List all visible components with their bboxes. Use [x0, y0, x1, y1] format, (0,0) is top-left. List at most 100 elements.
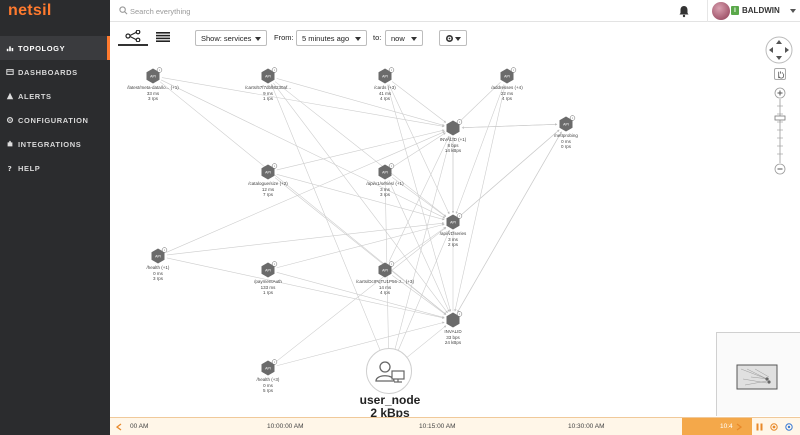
node-type-text: API — [382, 171, 388, 175]
sidebar-item-integrations[interactable]: INTEGRATIONS — [0, 132, 110, 156]
hand-tool-button[interactable] — [774, 68, 786, 80]
search-input[interactable] — [130, 3, 330, 19]
list-view-button[interactable] — [148, 28, 178, 46]
graph-edge — [392, 177, 447, 217]
timeline-forward-icon[interactable] — [735, 423, 743, 431]
sidebar-item-topology[interactable]: TOPOLOGY — [0, 36, 110, 60]
timeline-back-icon[interactable] — [115, 423, 123, 431]
sidebar-item-help[interactable]: ? HELP — [0, 156, 110, 180]
target-icon[interactable] — [785, 423, 793, 431]
graph-edge — [276, 321, 445, 367]
app-logo[interactable]: netsil — [8, 2, 52, 19]
timeline-selection[interactable] — [682, 418, 752, 435]
sidebar-item-label: DASHBOARDS — [18, 67, 78, 77]
timeline[interactable]: 00 AM 10:00:00 AM 10:15:00 AM 10:30:00 A… — [110, 417, 800, 435]
sidebar-item-label: HELP — [18, 163, 41, 173]
node-type-text: API — [382, 75, 388, 79]
graph-edge — [274, 227, 447, 363]
graph-edge — [459, 82, 501, 123]
service-node[interactable]: i — [446, 311, 463, 328]
pan-control[interactable] — [765, 36, 793, 64]
node-hexagon — [151, 248, 165, 264]
info-icon — [271, 67, 278, 73]
to-dropdown[interactable]: now — [385, 30, 423, 46]
node-label-line: /addresses (+4) — [491, 85, 523, 90]
search-icon — [119, 6, 128, 15]
node-hexagon — [446, 120, 460, 136]
toolbar: Show: services From: 5 minutes ago to: n… — [110, 22, 800, 52]
node-label-line: 12 ms — [261, 186, 275, 192]
node-type-text: API — [265, 367, 271, 371]
node-label-line: 1 rps — [262, 96, 273, 102]
bell-icon[interactable] — [677, 4, 691, 18]
zoom-slider[interactable] — [773, 86, 787, 176]
live-icon[interactable] — [770, 423, 778, 431]
node-label-line: 0 rps — [560, 144, 571, 150]
svg-text:i: i — [459, 214, 460, 218]
info-icon — [510, 67, 517, 73]
graph-view-button[interactable] — [118, 28, 148, 46]
minimap[interactable] — [716, 332, 800, 416]
node-label-line: 33 ms — [146, 90, 160, 96]
info-icon — [569, 115, 576, 121]
settings-dropdown[interactable] — [439, 30, 467, 46]
from-label: From: — [274, 33, 294, 42]
node-label-line: 14 kBps — [444, 148, 462, 154]
show-dropdown[interactable]: Show: services — [195, 30, 267, 46]
node-type-text: API — [265, 171, 271, 175]
info-icon — [271, 359, 278, 365]
graph-edge — [390, 136, 452, 364]
info-icon — [456, 119, 463, 125]
pause-icon[interactable] — [755, 423, 763, 431]
graph-edge — [387, 84, 452, 312]
graph-edge — [388, 84, 450, 215]
node-label-line: /netIprobing — [554, 133, 578, 138]
node-hexagon — [378, 164, 392, 180]
graph-nodes: APIiAPIiAPIiAPIiiAPIiAPIiAPIiAPIiAPIiAPI… — [146, 67, 576, 376]
user-node-rate: 2 kBps — [370, 406, 410, 420]
node-label-line: 41 ms — [378, 90, 392, 96]
node-hexagon — [500, 68, 514, 84]
service-node[interactable]: i — [446, 119, 463, 136]
node-label-line: 9 ms — [263, 90, 273, 96]
node-hexagon — [261, 360, 275, 376]
node-label-line: /api/v1/series/ (+1) — [366, 181, 404, 186]
node-label-line: 4 rps — [379, 96, 390, 102]
graph-edge — [166, 257, 445, 319]
puzzle-icon — [5, 139, 15, 149]
info-icon — [271, 163, 278, 169]
user-badge: I — [731, 6, 739, 15]
user-menu[interactable]: I BALDWIN — [707, 0, 800, 22]
node-label-line: 5 rps — [262, 388, 273, 394]
from-dropdown[interactable]: 5 minutes ago — [296, 30, 367, 46]
sidebar-item-dashboards[interactable]: DASHBOARDS — [0, 60, 110, 84]
dashboard-icon — [5, 67, 15, 77]
graph-edge — [271, 83, 386, 364]
info-icon — [388, 67, 395, 73]
sidebar-item-configuration[interactable]: CONFIGURATION — [0, 108, 110, 132]
sidebar-item-alerts[interactable]: ALERTS — [0, 84, 110, 108]
help-icon: ? — [5, 163, 15, 173]
graph-edges — [159, 77, 562, 367]
user-node[interactable] — [366, 348, 412, 394]
graph-edge — [392, 229, 450, 364]
svg-text:i: i — [391, 262, 392, 266]
node-label-line: 0 ms — [263, 382, 273, 388]
graph-edge — [388, 135, 450, 263]
